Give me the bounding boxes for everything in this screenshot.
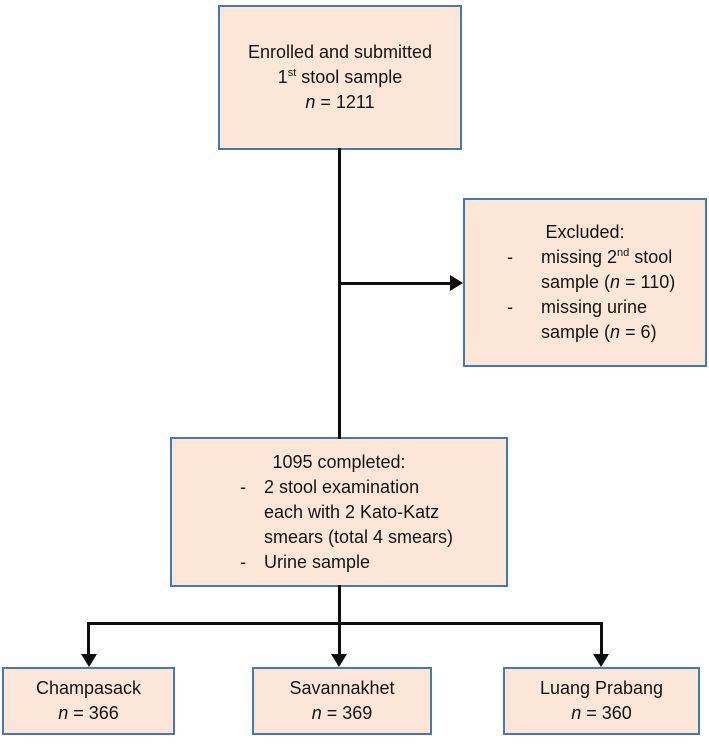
completed-title: 1095 completed: xyxy=(272,451,406,472)
arrowhead-excluded xyxy=(450,275,463,291)
connector-completed-down xyxy=(338,585,341,655)
enrolled-line-2: 1st stool sample xyxy=(277,67,403,87)
excluded-title: Excluded: xyxy=(545,222,625,242)
dash-bullet: - xyxy=(507,297,513,317)
site-count: n = 369 xyxy=(311,703,373,723)
site-box-savannakhet: Savannakhet n = 369 xyxy=(252,667,432,735)
arrowhead-luang-prabang xyxy=(593,654,609,667)
connector-bottom-span xyxy=(87,622,602,625)
completed-item-urine-sample: - Urine sample xyxy=(172,550,506,575)
connector-drop-luang-prabang xyxy=(600,622,603,656)
site-count: n = 366 xyxy=(58,703,119,723)
connector-branch-to-excluded xyxy=(339,282,451,285)
enrolled-box: Enrolled and submitted 1st stool sample … xyxy=(218,5,462,150)
site-name: Champasack xyxy=(35,678,142,698)
site-box-luang-prabang: Luang Prabang n = 360 xyxy=(503,667,700,735)
dash-bullet: - xyxy=(240,476,246,497)
site-count: n = 360 xyxy=(571,703,632,723)
site-name: Luang Prabang xyxy=(539,678,664,698)
enrolled-count: n = 1211 xyxy=(305,92,375,112)
dash-bullet: - xyxy=(507,247,513,267)
site-box-champasack: Champasack n = 366 xyxy=(2,667,175,735)
dash-bullet: - xyxy=(240,551,246,572)
enrolled-line-1: Enrolled and submitted xyxy=(247,42,433,62)
site-name: Savannakhet xyxy=(289,678,395,698)
arrowhead-savannakhet xyxy=(331,654,347,667)
connector-enrolled-to-completed xyxy=(338,148,341,439)
connector-drop-champasack xyxy=(87,622,90,656)
completed-item-text: Urine sample xyxy=(264,551,371,572)
arrowhead-champasack xyxy=(81,654,97,667)
